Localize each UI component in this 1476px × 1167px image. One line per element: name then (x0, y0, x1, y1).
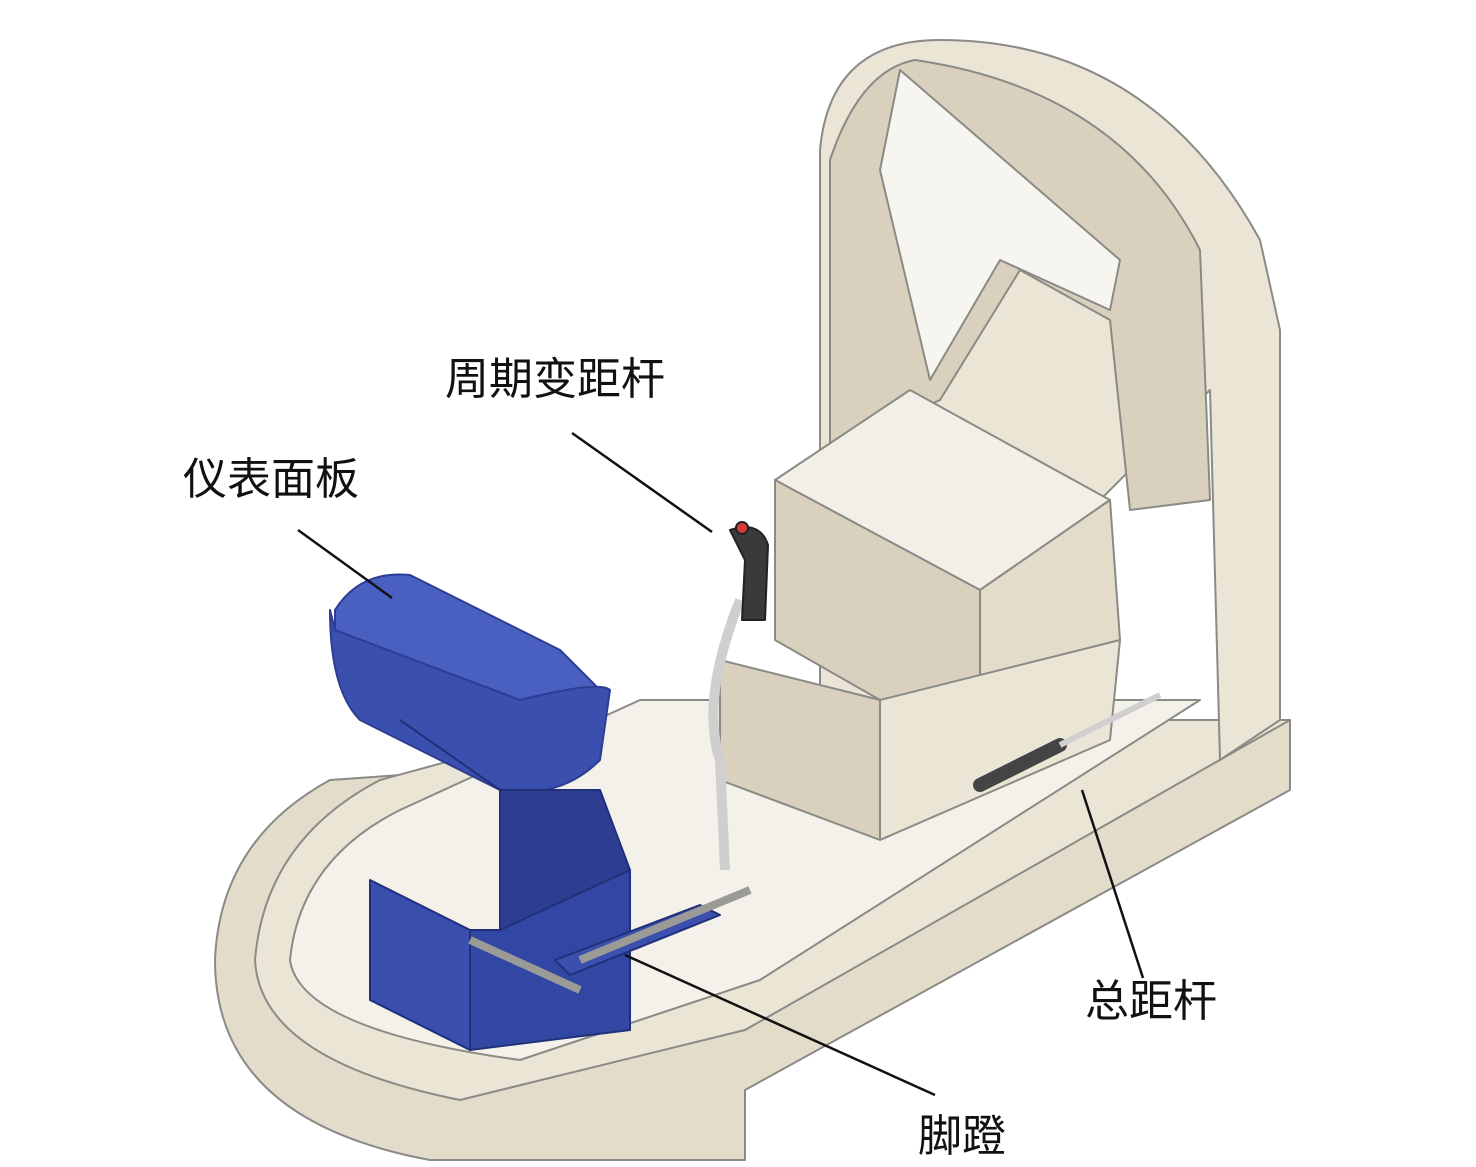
label-pedals: 脚蹬 (918, 1111, 1006, 1162)
seat-base-side (879, 639, 1121, 841)
leader-line-pedals (624, 953, 936, 1097)
leader-line-cyclic (571, 431, 713, 534)
label-cyclic-stick: 周期变距杆 (445, 354, 665, 405)
instrument-panel-face (329, 609, 611, 793)
label-instrument-panel: 仪表面板 (183, 454, 359, 505)
cyclic-stick-button (735, 521, 749, 535)
cyclic-stick-shaft (708, 598, 745, 871)
leader-line-collective (1080, 789, 1145, 979)
leader-line-panel (297, 528, 393, 600)
collective-stick (973, 738, 1067, 792)
backrest-cushion (879, 69, 1121, 381)
label-collective-stick: 总距杆 (1085, 976, 1217, 1027)
